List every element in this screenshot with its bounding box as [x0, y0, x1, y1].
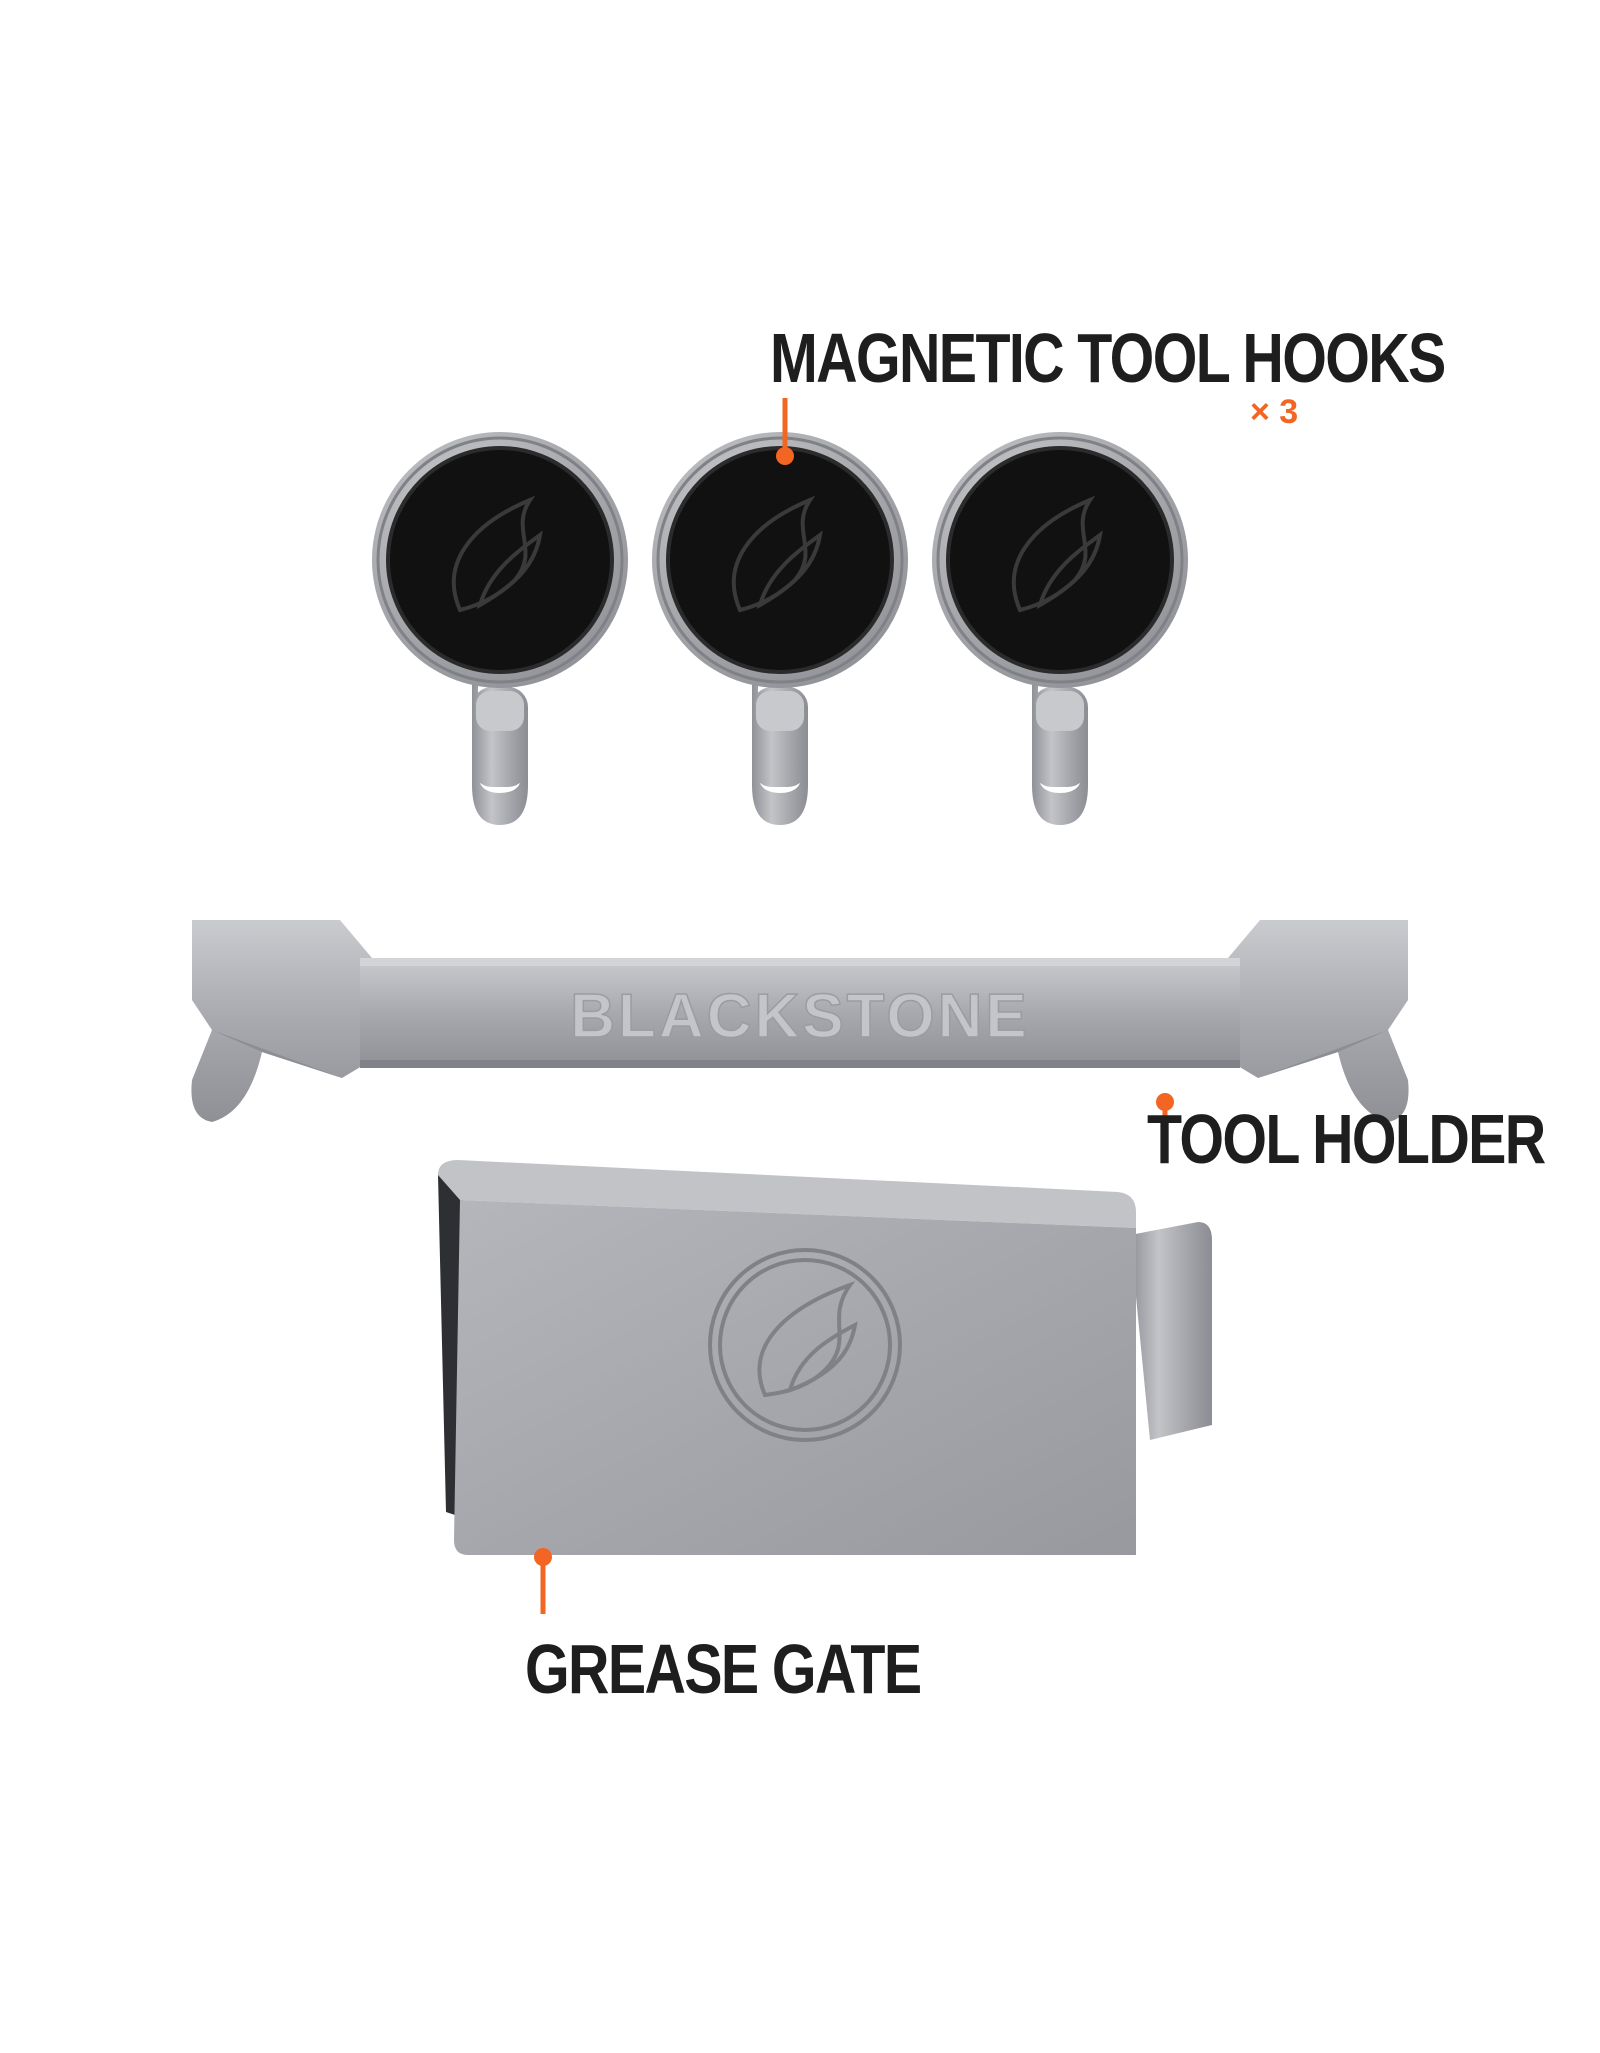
- magnetic-hook-2: [650, 430, 910, 827]
- callout-hooks: [776, 398, 794, 465]
- magnetic-hook-3: [930, 430, 1190, 827]
- holder-brand-engraving: BLACKSTONE: [570, 982, 1029, 1051]
- callout-gate: [534, 1548, 552, 1614]
- grease-gate: [438, 1160, 1212, 1555]
- tool-holder: BLACKSTONE: [191, 920, 1409, 1122]
- callout-holder: [1156, 1093, 1174, 1157]
- label-tool-holder: TOOL HOLDER: [1147, 1100, 1546, 1178]
- flame-emblem-icon: [708, 1248, 902, 1442]
- magnetic-hook-1: [370, 430, 630, 827]
- label-grease-gate: GREASE GATE: [525, 1630, 922, 1708]
- label-magnetic-tool-hooks: MAGNETIC TOOL HOOKS: [770, 319, 1446, 397]
- label-hooks-quantity: × 3: [1250, 393, 1299, 431]
